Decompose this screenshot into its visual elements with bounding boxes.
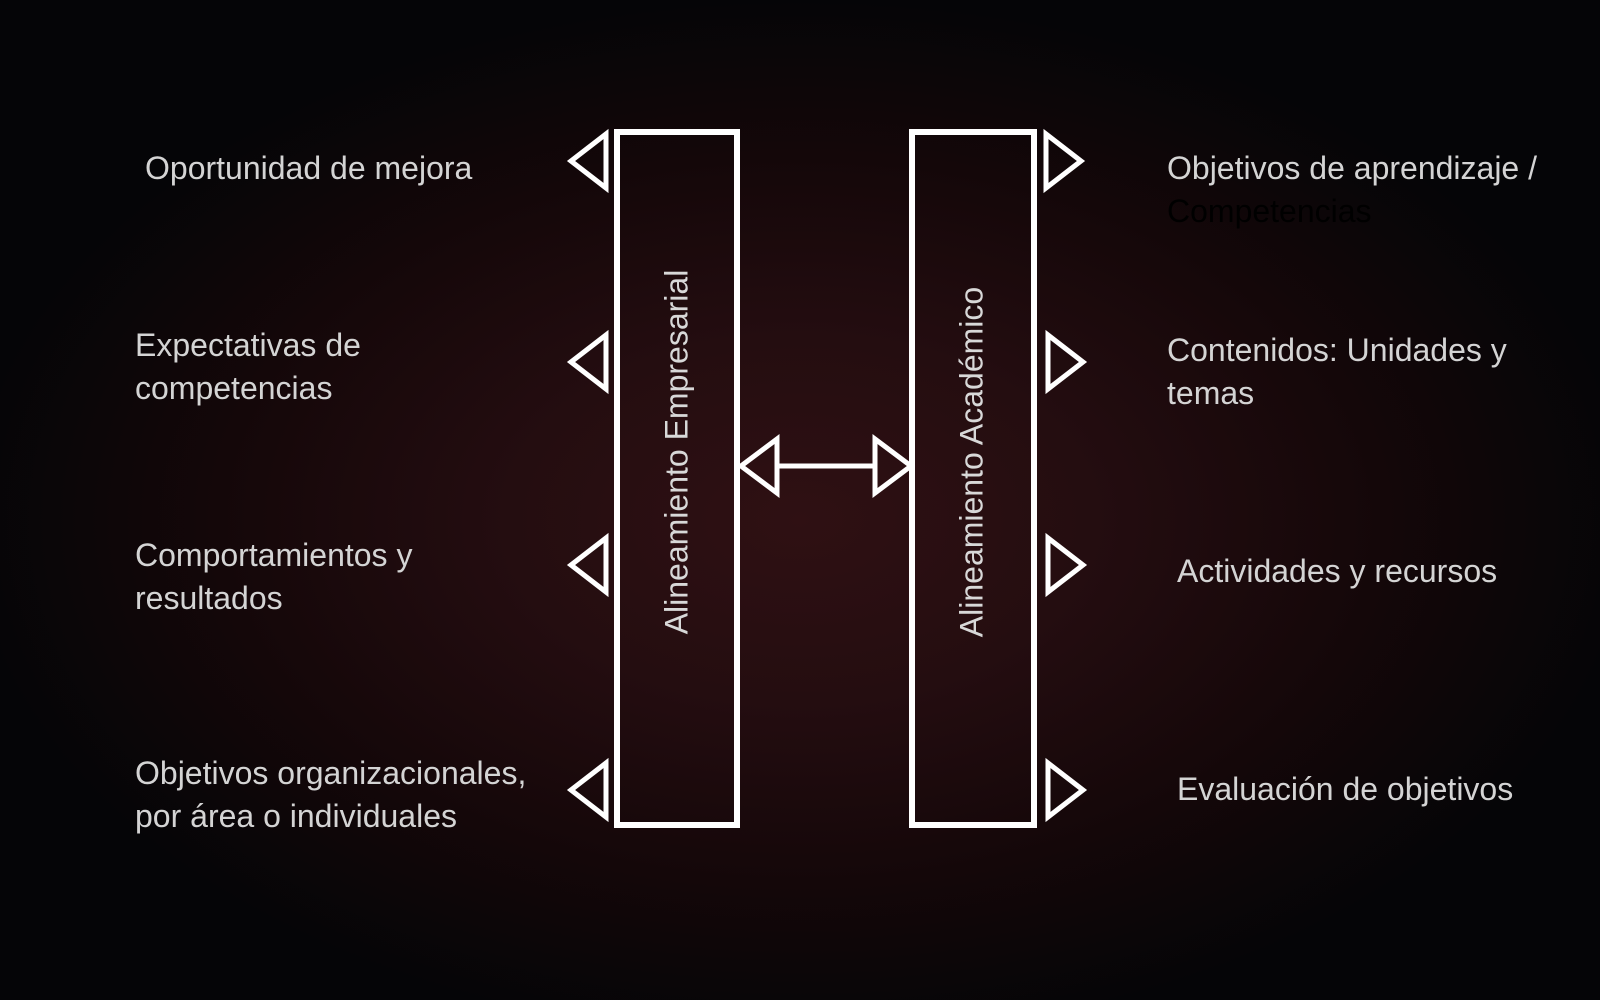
right-arrow-4-icon (1045, 757, 1088, 823)
left-item-4: Objetivos organizacionales, por área o i… (135, 752, 526, 838)
right-arrow-3-icon (1045, 532, 1088, 598)
right-item-2-line-2: temas (1167, 375, 1255, 411)
left-column-title: Alineamiento Empresarial (658, 269, 695, 635)
right-item-4-line-1: Evaluación de objetivos (1177, 771, 1514, 807)
right-item-2-line-1: Contenidos: Unidades y (1167, 332, 1507, 368)
right-item-1-line-1: Objetivos de aprendizaje / (1167, 150, 1537, 186)
right-item-3: Actividades y recursos (1177, 550, 1497, 593)
left-arrow-2-icon (566, 329, 609, 395)
left-item-4-line-1: Objetivos organizacionales, (135, 755, 527, 791)
left-arrow-3-icon (566, 532, 609, 598)
right-item-2: Contenidos: Unidades y temas (1167, 329, 1507, 415)
right-item-1-line-2: Competencias (1167, 193, 1372, 229)
right-arrow-1-icon (1043, 128, 1086, 194)
left-arrow-4-icon (566, 757, 609, 823)
left-item-3: Comportamientos y resultados (135, 534, 412, 620)
right-column-title: Alineamiento Académico (953, 286, 990, 638)
left-arrow-1-icon (566, 128, 609, 194)
left-item-1: Oportunidad de mejora (145, 147, 472, 190)
left-item-4-line-2: por área o individuales (135, 798, 457, 834)
left-item-2-line-2: competencias (135, 370, 333, 406)
left-item-3-line-2: resultados (135, 580, 283, 616)
left-item-3-line-1: Comportamientos y (135, 537, 413, 573)
right-column-box (909, 129, 1037, 828)
left-item-2: Expectativas de competencias (135, 324, 361, 410)
left-item-2-line-1: Expectativas de (135, 327, 361, 363)
left-item-1-line-1: Oportunidad de mejora (145, 150, 473, 186)
right-item-4: Evaluación de objetivos (1177, 768, 1513, 811)
right-item-1: Objetivos de aprendizaje / Competencias (1167, 147, 1537, 233)
right-arrow-2-icon (1045, 329, 1088, 395)
right-item-3-line-1: Actividades y recursos (1177, 553, 1498, 589)
double-arrow-connector-icon (736, 434, 916, 498)
left-column-box (614, 129, 740, 828)
